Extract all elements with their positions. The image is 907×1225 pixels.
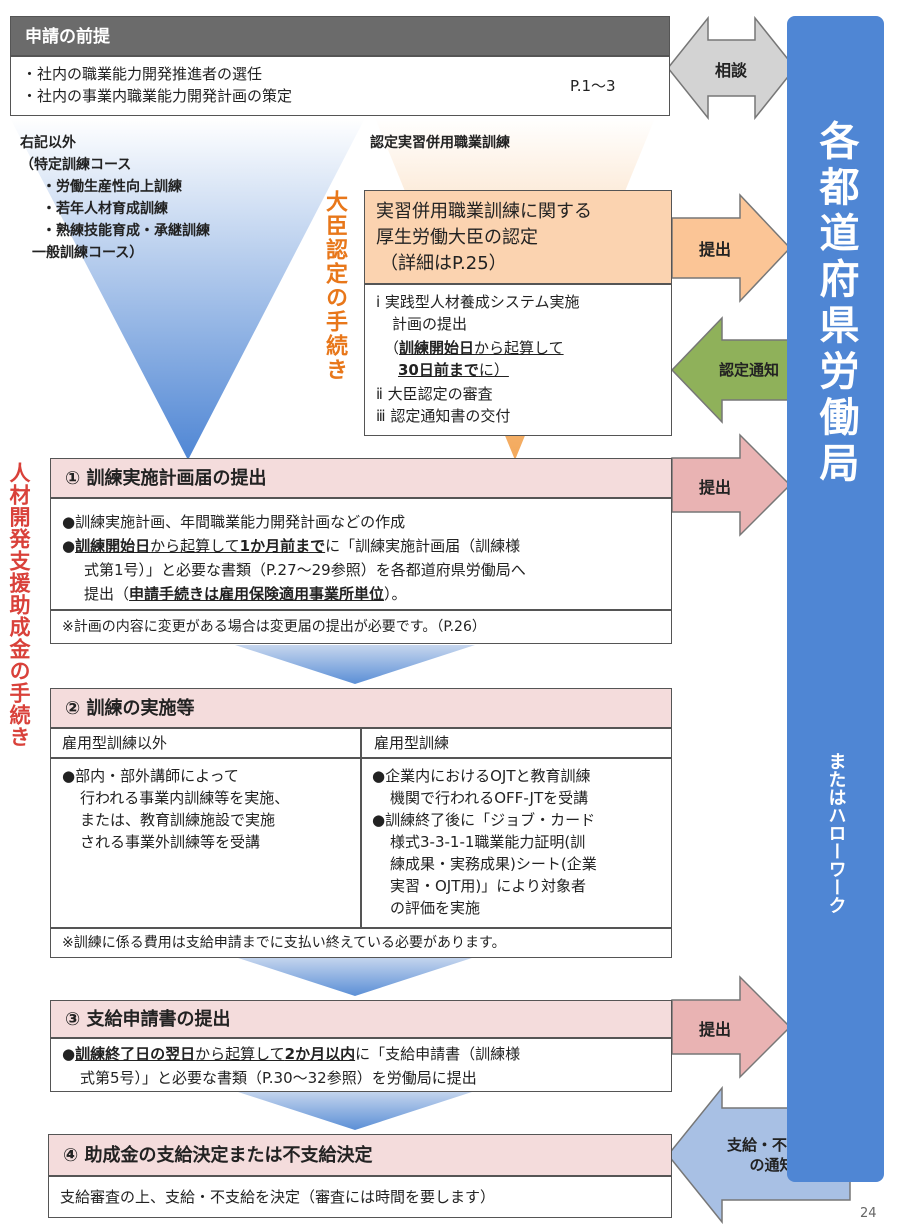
step1-bullet2-line2: 式第1号）」と必要な書類（P.27～29参照）を各都道府県労働局へ — [84, 561, 526, 579]
bureau-bar — [787, 16, 884, 1182]
step2-note: ※訓練に係る費用は支給申請までに支払い終えている必要があります。 — [62, 935, 506, 951]
submit-label-step3: 提出 — [698, 1020, 731, 1039]
submit-label-step1: 提出 — [698, 478, 731, 497]
step2-col2-line6: 実習・OJT用)」により対象者 — [390, 877, 586, 895]
step2-col1-line1: ●部内・部外講師によって — [62, 767, 239, 785]
minister-step-ii: ⅱ 大臣認定の審査 — [376, 385, 493, 403]
minister-title1: 実習併用職業訓練に関する — [376, 201, 592, 222]
step2-col2-line5: 練成果・実務成果)シート(企業 — [390, 855, 597, 873]
submit-arrow-step3 — [671, 975, 792, 1079]
step1-note-box — [50, 610, 672, 644]
step2-col1-head-box — [50, 728, 361, 758]
chevron-3 — [235, 1091, 475, 1130]
premise-line2: ・社内の事業内職業能力開発計画の策定 — [22, 87, 293, 105]
step1-bullet2: ●訓練開始日から起算して1か月前までに「訓練実施計画届（訓練様 — [62, 537, 521, 555]
step2-col1-body — [50, 758, 361, 928]
step1-title: ① 訓練実施計画届の提出 — [50, 458, 672, 498]
minister-step-i-line1: ⅰ 実践型人材養成システム実施 — [376, 293, 580, 311]
step4-body — [48, 1176, 672, 1218]
step2-col2-head-box — [361, 728, 672, 758]
minister-procedure-label: 大臣認定の手続き — [322, 190, 347, 382]
page-number: 24 — [860, 1206, 877, 1221]
step3-body — [50, 1038, 672, 1092]
minister-step-iii: ⅲ 認定通知書の交付 — [376, 407, 511, 425]
consult-label: 相談 — [714, 61, 747, 80]
submit-label-minister: 提出 — [698, 240, 731, 259]
step2-col2-body — [361, 758, 672, 928]
submit-arrow-step1 — [671, 433, 792, 537]
step2-col1-line4: される事業外訓練等を受講 — [80, 833, 261, 851]
left-note-line6: 一般訓練コース） — [32, 245, 144, 261]
step2-note-box — [50, 928, 672, 958]
step4-text: 支給審査の上、支給・不支給を決定（審査には時間を要します） — [60, 1188, 496, 1206]
left-note-line3: ・労働生産性向上訓練 — [42, 179, 182, 195]
step2-col1-line3: または、教育訓練施設で実施 — [80, 811, 276, 829]
left-note-line2: （特定訓練コース — [20, 157, 132, 173]
cert-notice-arrow — [670, 316, 791, 424]
subsidy-procedure-label: 人材開発支援助成金の手続き — [7, 462, 31, 748]
premise-line1: ・社内の職業能力開発推進者の選任 — [22, 65, 263, 83]
premise-box — [10, 56, 670, 116]
step1-note: ※計画の内容に変更がある場合は変更届の提出が必要です。（P.26） — [62, 619, 486, 635]
minister-step-i-line2: 計画の提出 — [392, 315, 468, 333]
premise-title: 申請の前提 — [10, 16, 670, 56]
cert-notice-label: 認定通知 — [718, 361, 779, 379]
step3-line1: ●訓練終了日の翌日から起算して2か月以内に「支給申請書（訓練様 — [62, 1045, 521, 1063]
minister-box-header — [364, 190, 672, 284]
step2-col2-head: 雇用型訓練 — [374, 734, 450, 752]
step3-line2: 式第5号）」と必要な書類（P.30～32参照）を労働局に提出 — [80, 1069, 477, 1087]
step1-bullet2-line3: 提出（申請手続きは雇用保険適用事業所単位）。 — [84, 585, 407, 603]
chevron-2 — [235, 957, 475, 996]
step2-col1-head: 雇用型訓練以外 — [62, 734, 168, 752]
minister-box-body — [364, 284, 672, 436]
minister-step-i-line3: （訓練開始日から起算して — [384, 339, 564, 357]
left-flow-triangle — [10, 118, 365, 460]
step2-col2-line3: ●訓練終了後に「ジョブ・カード — [372, 811, 596, 829]
left-note-line5: ・熟練技能育成・承継訓練 — [42, 223, 210, 239]
submit-arrow-minister — [671, 193, 792, 303]
minister-step-i-line4: 30日前までに） — [398, 361, 509, 379]
left-note-line4: ・若年人材育成訓練 — [42, 201, 168, 217]
step1-body — [50, 498, 672, 610]
step2-col2-line1: ●企業内におけるOJTと教育訓練 — [372, 767, 591, 785]
step2-col1-line2: 行われる事業内訓練等を実施、 — [80, 789, 290, 807]
step4-title: ④ 助成金の支給決定または不支給決定 — [48, 1134, 672, 1176]
step2-title: ② 訓練の実施等 — [50, 688, 672, 728]
step2-col2-line4: 様式3-3-1-1職業能力証明(訓 — [390, 833, 586, 851]
right-note: 認定実習併用職業訓練 — [370, 135, 510, 151]
step2-col2-line7: の評価を実施 — [390, 899, 481, 917]
step2-col2-line2: 機関で行われるOFF-JTを受講 — [390, 789, 589, 807]
bureau-sub: またはハローワーク — [825, 752, 847, 914]
step1-bullet1: ●訓練実施計画、年間職業能力開発計画などの作成 — [62, 513, 406, 531]
chevron-1 — [235, 645, 475, 684]
premise-page-ref: P.1～3 — [570, 77, 616, 95]
minister-title3: （詳細はP.25） — [380, 253, 507, 274]
bureau-main: 各都道府県労働局 — [812, 120, 859, 488]
step3-title: ③ 支給申請書の提出 — [50, 1000, 672, 1038]
minister-title2: 厚生労働大臣の認定 — [376, 227, 538, 248]
left-note-line1: 右記以外 — [20, 135, 76, 151]
